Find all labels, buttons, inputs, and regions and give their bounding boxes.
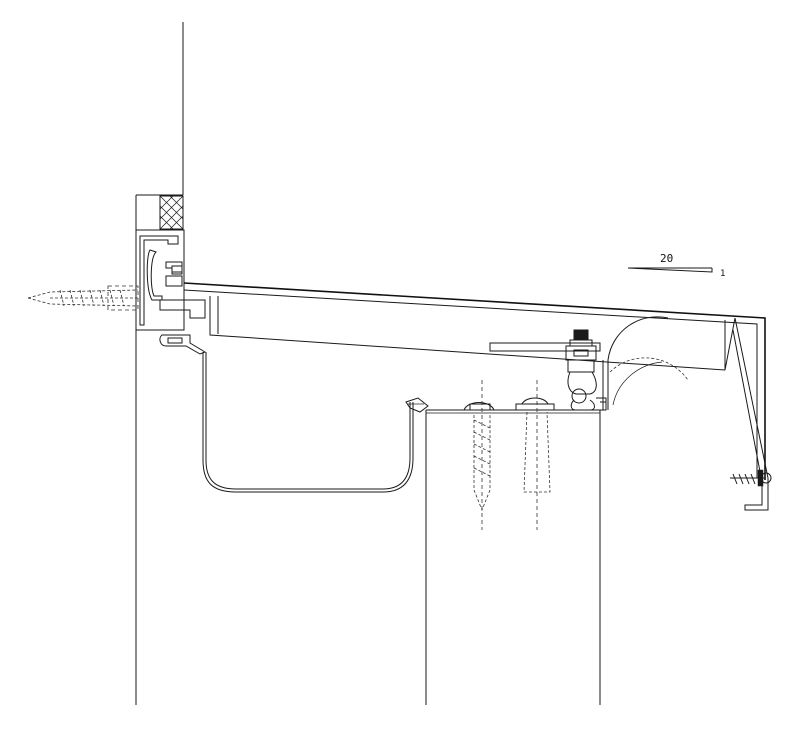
coping-cover [183,282,769,511]
support-washers [463,397,555,411]
scale-numerator: 20 [660,252,673,265]
scale-denominator: 1 [720,269,725,279]
front-fixing-screw [730,469,772,487]
support-wall [425,409,601,705]
gutter-channel [202,352,429,493]
hidden-arc [609,357,689,406]
dowel-anchor-left [473,380,491,530]
scale-indicator: 20 1 [627,252,725,279]
wall [135,22,184,705]
insulation-block [159,195,184,230]
clamp-bracket [489,329,607,411]
wall-fixing-profile [135,229,207,355]
dowel-anchor-right [523,380,551,530]
wall-anchor-screw [27,285,140,311]
